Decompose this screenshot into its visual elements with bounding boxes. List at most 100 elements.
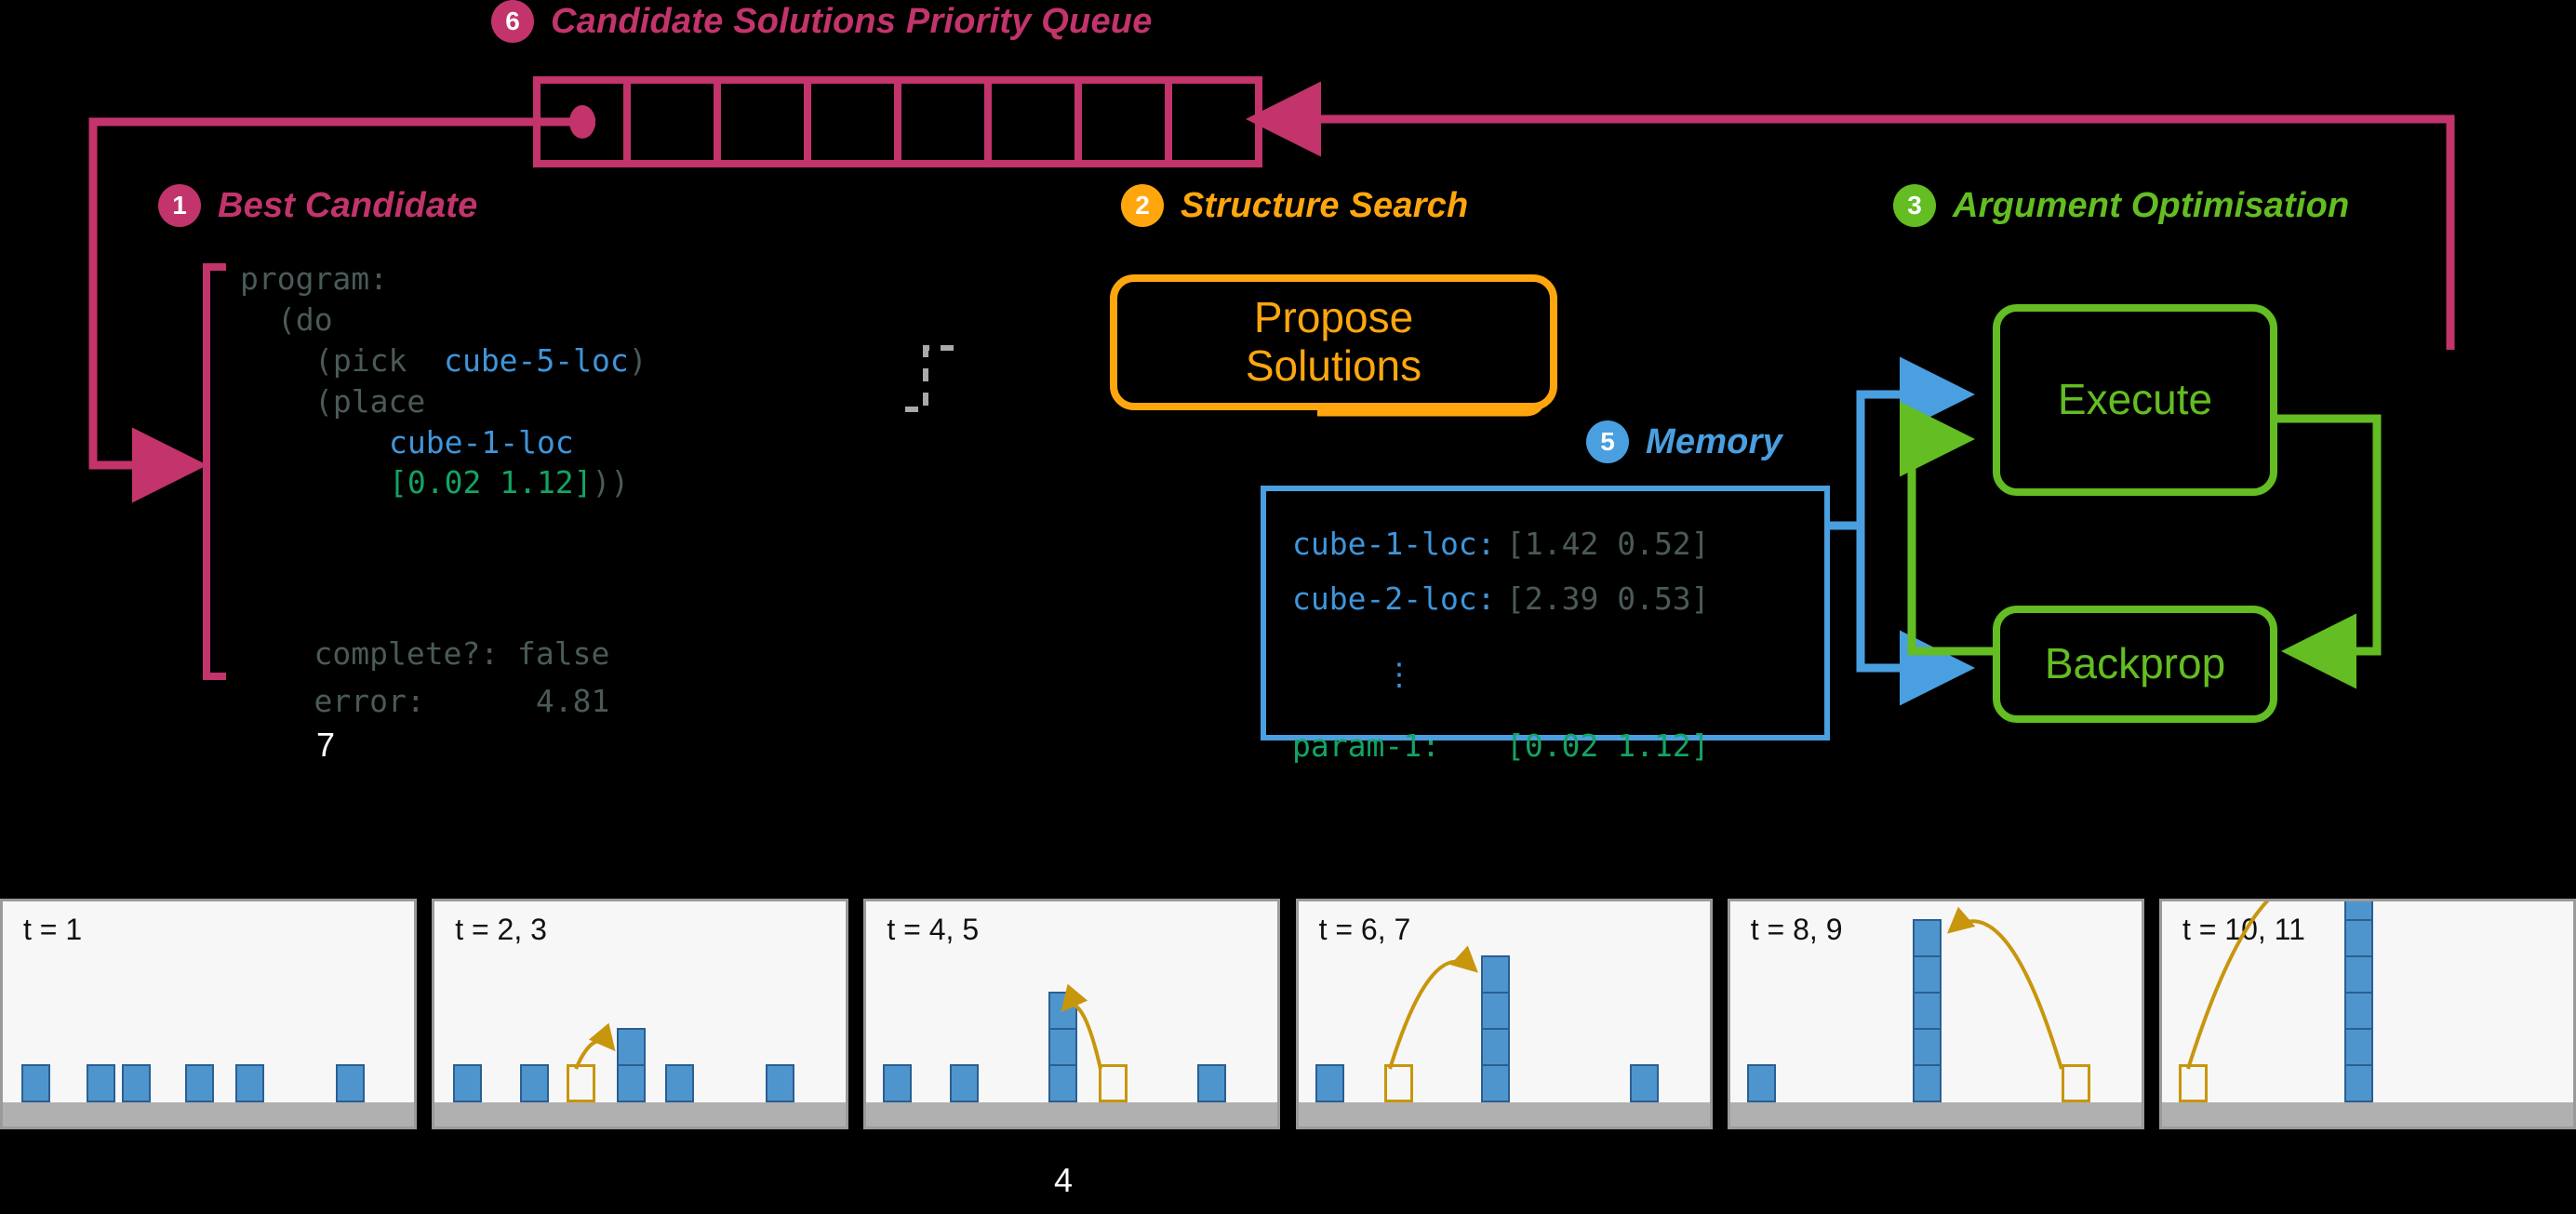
code-token: (pick	[314, 341, 445, 379]
wire-memory-to-execute	[1819, 356, 1975, 530]
ground-line	[2161, 1102, 2573, 1127]
step-badge-1: 1	[158, 184, 201, 227]
move-arrow	[1387, 945, 1478, 1070]
execute-box[interactable]: Execute	[1993, 304, 2277, 496]
code-token: ))	[592, 464, 630, 501]
step-title-memory: Memory	[1646, 421, 1782, 461]
step-badge-6: 6	[491, 0, 534, 43]
move-arrow	[1946, 906, 2063, 1070]
queue-cell-4[interactable]	[804, 84, 894, 160]
cube	[1629, 1064, 1659, 1102]
rollout-time-label: t = 10, 11	[2182, 913, 2305, 946]
complete-value: false	[517, 634, 610, 672]
cube	[520, 1064, 550, 1102]
execute-label: Execute	[2057, 375, 2213, 424]
memory-value: [2.39 0.53]	[1506, 580, 1710, 617]
target-slot	[2178, 1064, 2208, 1102]
cube	[1912, 919, 1942, 957]
move-arrow	[2186, 901, 2270, 1070]
queue-cell-8[interactable]	[1165, 84, 1255, 160]
code-token: program:	[240, 260, 388, 297]
candidate-priority-queue[interactable]	[533, 76, 1262, 167]
cube	[1480, 992, 1510, 1030]
best-candidate-complete-row: complete?: false	[240, 593, 609, 715]
program-line-3: (pick cube-5-loc)	[240, 340, 647, 381]
best-candidate-footnote: 7	[316, 726, 336, 764]
rollout-frame-4: t = 6, 7	[1295, 899, 1713, 1129]
step-badge-3: 3	[1893, 184, 1936, 227]
memory-row-3: ⋮	[1292, 659, 1824, 689]
queue-cell-2[interactable]	[623, 84, 714, 160]
memory-value: [1.42 0.52]	[1506, 526, 1710, 562]
program-line-2: (do	[240, 300, 647, 340]
cube	[122, 1064, 151, 1102]
step-header-memory: 5 Memory	[1586, 420, 1782, 463]
cube	[21, 1064, 50, 1102]
cube	[336, 1064, 365, 1102]
ground-line	[434, 1102, 847, 1127]
memory-row-2: cube-2-loc: [2.39 0.53]	[1292, 583, 1824, 614]
cube	[1746, 1064, 1776, 1102]
step-title-structure-search: Structure Search	[1181, 185, 1469, 225]
queue-cell-5[interactable]	[894, 84, 984, 160]
code-token: cube-5-loc	[444, 341, 629, 379]
memory-row-1: cube-1-loc:[1.42 0.52]	[1292, 528, 1824, 559]
step-badge-2: 2	[1121, 184, 1164, 227]
step-title-argument-optimisation: Argument Optimisation	[1953, 185, 2350, 225]
memory-row-4: param-1: [0.02 1.12]	[1292, 730, 1824, 761]
rollout-frame-1: t = 1	[0, 899, 417, 1129]
error-key: error:	[314, 682, 425, 719]
memory-value: [0.02 1.12]	[1506, 727, 1710, 764]
memory-rows: cube-1-loc:[1.42 0.52] cube-2-loc: [2.39 0…	[1266, 491, 1824, 761]
rollout-footnote: 4	[1054, 1161, 1074, 1199]
cube	[1197, 1064, 1227, 1102]
ground-line	[3, 1102, 414, 1127]
rollout-frame-3: t = 4, 5	[863, 899, 1281, 1129]
target-slot	[1099, 1064, 1128, 1102]
best-candidate-error-row: error: 4.81	[240, 640, 609, 763]
step-title-queue: Candidate Solutions Priority Queue	[551, 1, 1153, 41]
move-arrow	[574, 1022, 616, 1070]
queue-cell-7[interactable]	[1074, 84, 1165, 160]
queue-cell-3[interactable]	[714, 84, 804, 160]
cube	[1315, 1064, 1344, 1102]
cube	[1480, 955, 1510, 994]
memory-box[interactable]: cube-1-loc:[1.42 0.52] cube-2-loc: [2.39 0…	[1261, 486, 1830, 761]
cube	[950, 1064, 980, 1102]
cube	[2343, 992, 2373, 1030]
target-slot	[1383, 1064, 1413, 1102]
complete-key: complete?:	[314, 634, 500, 672]
wire-memory-to-backprop	[1856, 526, 1975, 706]
memory-key: param-1:	[1292, 727, 1440, 764]
target-slot	[567, 1064, 596, 1102]
code-token: [0.02 1.12]	[389, 464, 593, 501]
cube	[453, 1064, 483, 1102]
rollout-frame-2: t = 2, 3	[432, 899, 849, 1129]
backprop-box[interactable]: Backprop	[1993, 606, 2277, 723]
ground-line	[866, 1102, 1278, 1127]
ground-line	[1298, 1102, 1710, 1127]
cube	[1912, 992, 1942, 1030]
rollout-frame-5: t = 8, 9	[1727, 899, 2144, 1129]
code-token: )	[628, 341, 647, 379]
propose-solutions-box[interactable]: Propose Solutions	[1110, 274, 1557, 410]
cube	[665, 1064, 695, 1102]
cube	[766, 1064, 795, 1102]
queue-cell-1[interactable]	[541, 84, 623, 160]
step-title-best-candidate: Best Candidate	[218, 185, 478, 225]
cube	[185, 1064, 214, 1102]
rollout-time-label: t = 1	[23, 913, 83, 946]
ground-line	[1729, 1102, 2142, 1127]
program-line-4: (place	[240, 381, 647, 422]
propose-solutions-line1: Propose	[1253, 293, 1414, 342]
error-value: 4.81	[535, 682, 610, 719]
queue-cell-6[interactable]	[984, 84, 1074, 160]
step-header-argument-optimisation: 3 Argument Optimisation	[1893, 184, 2349, 227]
code-token: cube-1-loc	[389, 423, 574, 460]
step-header-queue: 6 Candidate Solutions Priority Queue	[491, 0, 1153, 43]
memory-key: cube-2-loc:	[1292, 580, 1496, 617]
cube	[1048, 1064, 1078, 1102]
wire-execute-to-backprop	[2264, 414, 2382, 689]
